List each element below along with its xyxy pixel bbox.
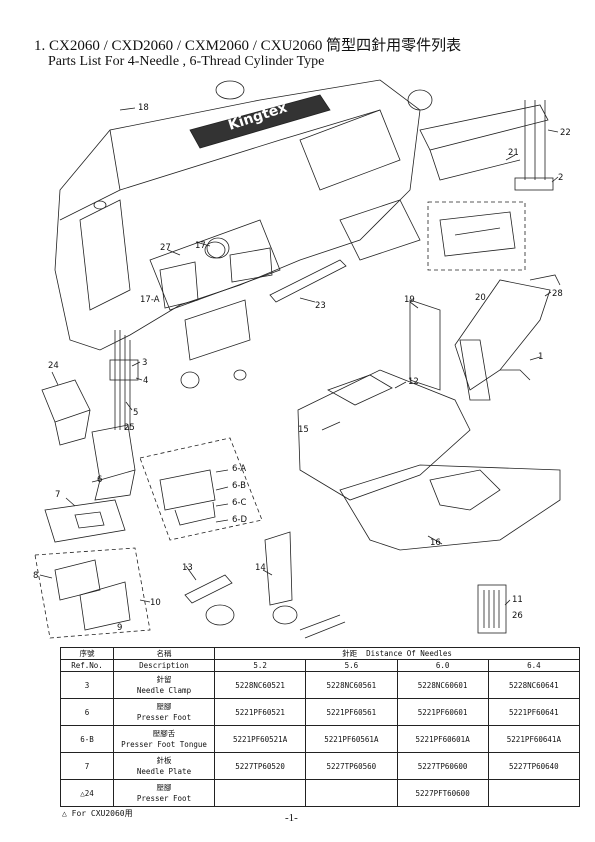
code-cell: 5221PF60601A bbox=[396, 725, 489, 753]
callout: 1 bbox=[538, 352, 543, 362]
callout: 11 bbox=[512, 595, 523, 605]
page-subtitle: Parts List For 4-Needle , 6-Thread Cylin… bbox=[48, 54, 325, 69]
table-row: 6 壓腳 Presser Foot 5221PF60521 5221PF60561… bbox=[60, 698, 581, 726]
code-cell bbox=[213, 779, 307, 807]
col-name-cn: 名稱 bbox=[113, 647, 215, 660]
callout: 26 bbox=[512, 611, 523, 621]
callout: 27 bbox=[160, 243, 171, 253]
desc-cell: 壓腳舌 Presser Foot Tongue bbox=[113, 725, 215, 753]
callout: 25 bbox=[124, 423, 135, 433]
page-number: -1- bbox=[285, 812, 298, 824]
code-cell: 5227TP60640 bbox=[487, 752, 581, 780]
desc-cn: 針板 bbox=[156, 756, 172, 765]
code-cell: 5221PF60561A bbox=[305, 725, 398, 753]
desc-cell: 壓腳 Presser Foot bbox=[113, 779, 215, 807]
code-cell: 5227TP60600 bbox=[396, 752, 489, 780]
callout: 6-A bbox=[232, 464, 246, 474]
col-gauge: 5.2 bbox=[213, 659, 307, 672]
desc-en: Needle Plate bbox=[136, 767, 192, 776]
code-cell: 5228NC60601 bbox=[396, 671, 489, 699]
ref-cell: 3 bbox=[60, 671, 114, 699]
col-seq-cn: 序號 bbox=[60, 647, 114, 660]
ref-cell: △24 bbox=[60, 779, 114, 807]
footnote: △ For CXU2060用 bbox=[62, 809, 133, 818]
callout: 12 bbox=[408, 377, 419, 387]
callout: 16 bbox=[430, 538, 441, 548]
code-cell: 5221PF60641 bbox=[487, 698, 581, 726]
exploded-parts-diagram: Kingtex bbox=[33, 79, 571, 639]
callout: 19 bbox=[404, 295, 415, 305]
callout: 28 bbox=[552, 289, 563, 299]
callout: 15 bbox=[298, 425, 309, 435]
ref-cell: 6 bbox=[60, 698, 114, 726]
desc-cell: 針板 Needle Plate bbox=[113, 752, 215, 780]
col-gauge: 5.6 bbox=[305, 659, 398, 672]
code-cell: 5221PF60521 bbox=[213, 698, 307, 726]
code-cell: 5228NC60641 bbox=[487, 671, 581, 699]
callout: 24 bbox=[48, 361, 59, 371]
callout: 21 bbox=[508, 148, 519, 158]
callout: 22 bbox=[560, 128, 571, 138]
desc-cn: 壓腳舌 bbox=[152, 729, 176, 738]
callout: 9 bbox=[117, 623, 122, 633]
ref-cell: 6-B bbox=[60, 725, 114, 753]
code-cell: 5221PF60521A bbox=[213, 725, 307, 753]
code-cell: 5228NC60521 bbox=[213, 671, 307, 699]
code-cell: 5221PF60561 bbox=[305, 698, 398, 726]
callout: 2 bbox=[558, 173, 563, 183]
callout: 6-C bbox=[232, 498, 246, 508]
code-cell: 5227TP60560 bbox=[305, 752, 398, 780]
col-gauge: 6.4 bbox=[487, 659, 581, 672]
col-seq-en: Ref.No. bbox=[60, 659, 114, 672]
table-row: △24 壓腳 Presser Foot 5227PFT60600 bbox=[60, 779, 581, 807]
ref-cell: 7 bbox=[60, 752, 114, 780]
desc-cn: 針留 bbox=[156, 675, 172, 684]
desc-cell: 針留 Needle Clamp bbox=[113, 671, 215, 699]
desc-en: Presser Foot bbox=[136, 713, 192, 722]
code-cell: 5227PFT60600 bbox=[396, 779, 489, 807]
code-cell: 5221PF60601 bbox=[396, 698, 489, 726]
callout: 7 bbox=[55, 490, 60, 500]
gauge-en: Distance Of Needles bbox=[366, 649, 452, 658]
page-title: 1. CX2060 / CXD2060 / CXM2060 / CXU2060 … bbox=[34, 38, 462, 54]
callout: 6-D bbox=[232, 515, 247, 525]
base-plate-16 bbox=[339, 464, 561, 551]
callout: 6 bbox=[97, 475, 102, 485]
gauge-cn: 針距 bbox=[342, 649, 358, 658]
callout-labels: 18 22 21 2 27 17 17-A 23 20 19 28 1 24 3… bbox=[33, 103, 571, 633]
callout: 5 bbox=[133, 408, 138, 418]
code-cell: 5228NC60561 bbox=[305, 671, 398, 699]
desc-en: Needle Clamp bbox=[136, 686, 192, 695]
callout: 13 bbox=[182, 563, 193, 573]
callout: 18 bbox=[138, 103, 149, 113]
callout: 8 bbox=[33, 571, 38, 581]
cover-plate-15 bbox=[297, 369, 471, 501]
callout: 20 bbox=[475, 293, 486, 303]
desc-cell: 壓腳 Presser Foot bbox=[113, 698, 215, 726]
callout: 10 bbox=[150, 598, 161, 608]
code-cell bbox=[305, 779, 398, 807]
col-gauge: 6.0 bbox=[396, 659, 489, 672]
col-gauge-header: 針距 Distance Of Needles bbox=[214, 647, 580, 660]
col-name-en: Description bbox=[113, 659, 215, 672]
callout: 6-B bbox=[232, 481, 246, 491]
callout: 17 bbox=[195, 241, 206, 251]
desc-en: Presser Foot bbox=[136, 794, 192, 803]
desc-en: Presser Foot Tongue bbox=[121, 740, 207, 749]
desc-cn: 壓腳 bbox=[156, 783, 172, 792]
callout: 23 bbox=[315, 301, 326, 311]
callout: 14 bbox=[255, 563, 266, 573]
table-row: 7 針板 Needle Plate 5227TP60520 5227TP60560… bbox=[60, 752, 581, 780]
code-cell bbox=[487, 779, 581, 807]
callout: 4 bbox=[143, 376, 148, 386]
machine-head-outline bbox=[54, 79, 421, 351]
code-cell: 5227TP60520 bbox=[213, 752, 307, 780]
table-row: 3 針留 Needle Clamp 5228NC60521 5228NC60561… bbox=[60, 671, 581, 699]
callout: 17-A bbox=[140, 295, 160, 305]
code-cell: 5221PF60641A bbox=[487, 725, 581, 753]
callout: 3 bbox=[142, 358, 147, 368]
desc-cn: 壓腳 bbox=[156, 702, 172, 711]
parts-table: 序號 名稱 針距 Distance Of Needles Ref.No. Des… bbox=[60, 647, 581, 807]
